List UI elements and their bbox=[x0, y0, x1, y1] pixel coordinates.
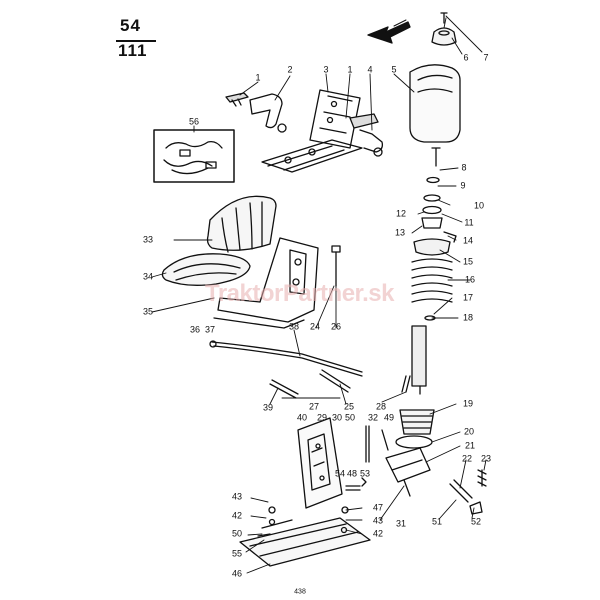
callout-label: 50 bbox=[344, 412, 356, 423]
callout-label: 5 bbox=[391, 64, 397, 75]
callout-label: 32 bbox=[367, 412, 379, 423]
arm-bracket bbox=[249, 93, 287, 133]
sheet-number: 54 bbox=[120, 16, 141, 35]
callout-label: 25 bbox=[343, 401, 355, 412]
direction-arrow-icon bbox=[367, 19, 411, 44]
base-plate-assembly bbox=[385, 447, 487, 515]
callout-label: 55 bbox=[231, 548, 243, 559]
callout-label: 34 bbox=[142, 271, 154, 282]
callout-label: 10 bbox=[473, 200, 485, 211]
callout-label: 37 bbox=[204, 324, 216, 335]
seat-belt-kit-box bbox=[153, 129, 235, 183]
cap-nut-part bbox=[431, 12, 457, 46]
small-hardware bbox=[345, 425, 389, 491]
callout-label: 21 bbox=[464, 440, 476, 451]
watermark: TraktorPartner.sk bbox=[205, 280, 394, 307]
callout-label: 48 bbox=[346, 468, 358, 479]
callout-leaders bbox=[151, 15, 487, 574]
callout-label: 33 bbox=[142, 234, 154, 245]
callout-label: 42 bbox=[231, 510, 243, 521]
callout-label: 20 bbox=[463, 426, 475, 437]
callout-label: 28 bbox=[375, 401, 387, 412]
callout-label: 51 bbox=[431, 516, 443, 527]
lower-bellows bbox=[395, 409, 435, 449]
callout-label: 6 bbox=[463, 52, 469, 63]
callout-label: 53 bbox=[359, 468, 371, 479]
callout-label: 52 bbox=[470, 516, 482, 527]
callout-label: 29 bbox=[316, 412, 328, 423]
callout-label: 31 bbox=[395, 518, 407, 529]
callout-label: 47 bbox=[372, 502, 384, 513]
callout-label: 49 bbox=[383, 412, 395, 423]
callout-label: 22 bbox=[461, 453, 473, 464]
shock-absorber-stack bbox=[401, 147, 457, 395]
callout-label: 39 bbox=[262, 402, 274, 413]
callout-label: 42 bbox=[372, 528, 384, 539]
seat-backrest bbox=[206, 195, 277, 253]
callout-label: 16 bbox=[464, 274, 476, 285]
callout-label: 19 bbox=[462, 398, 474, 409]
callout-label: 26 bbox=[330, 321, 342, 332]
callout-label: 11 bbox=[464, 217, 474, 228]
callout-label: 15 bbox=[462, 256, 474, 267]
callout-label: 4 bbox=[367, 64, 373, 75]
callout-label: 17 bbox=[462, 292, 474, 303]
callout-label: 1 bbox=[255, 72, 261, 83]
callout-label: 12 bbox=[395, 208, 407, 219]
callout-label: 13 bbox=[394, 227, 406, 238]
mount-bracket-left bbox=[225, 92, 249, 107]
callout-label: 38 bbox=[288, 321, 300, 332]
callout-label: 40 bbox=[296, 412, 308, 423]
callout-label: 43 bbox=[372, 515, 384, 526]
page-number: 438 bbox=[294, 588, 306, 596]
callout-label: 46 bbox=[231, 568, 243, 579]
sheet-subnumber: 111 bbox=[118, 41, 148, 60]
callout-label: 56 bbox=[188, 116, 200, 127]
callout-label: 9 bbox=[460, 180, 466, 191]
callout-label: 23 bbox=[480, 453, 492, 464]
callout-label: 14 bbox=[462, 235, 474, 246]
callout-label: 2 bbox=[287, 64, 293, 75]
seat-frame bbox=[213, 237, 319, 329]
callout-label: 18 bbox=[462, 312, 474, 323]
adjust-lever bbox=[209, 340, 363, 399]
callout-label: 27 bbox=[308, 401, 320, 412]
callout-label: 36 bbox=[189, 324, 201, 335]
callout-label: 35 bbox=[142, 306, 154, 317]
callout-label: 50 bbox=[231, 528, 243, 539]
bellows-cover bbox=[409, 64, 461, 143]
callout-label: 24 bbox=[309, 321, 321, 332]
callout-label: 8 bbox=[461, 162, 467, 173]
seat-pedestal bbox=[239, 417, 371, 567]
callout-label: 1 bbox=[347, 64, 353, 75]
callout-label: 43 bbox=[231, 491, 243, 502]
callout-label: 54 bbox=[334, 468, 346, 479]
seat-cushion bbox=[161, 253, 251, 286]
sheet-number-rule bbox=[116, 40, 156, 42]
callout-label: 7 bbox=[483, 52, 489, 63]
callout-label: 3 bbox=[323, 64, 329, 75]
callout-label: 30 bbox=[331, 412, 343, 423]
